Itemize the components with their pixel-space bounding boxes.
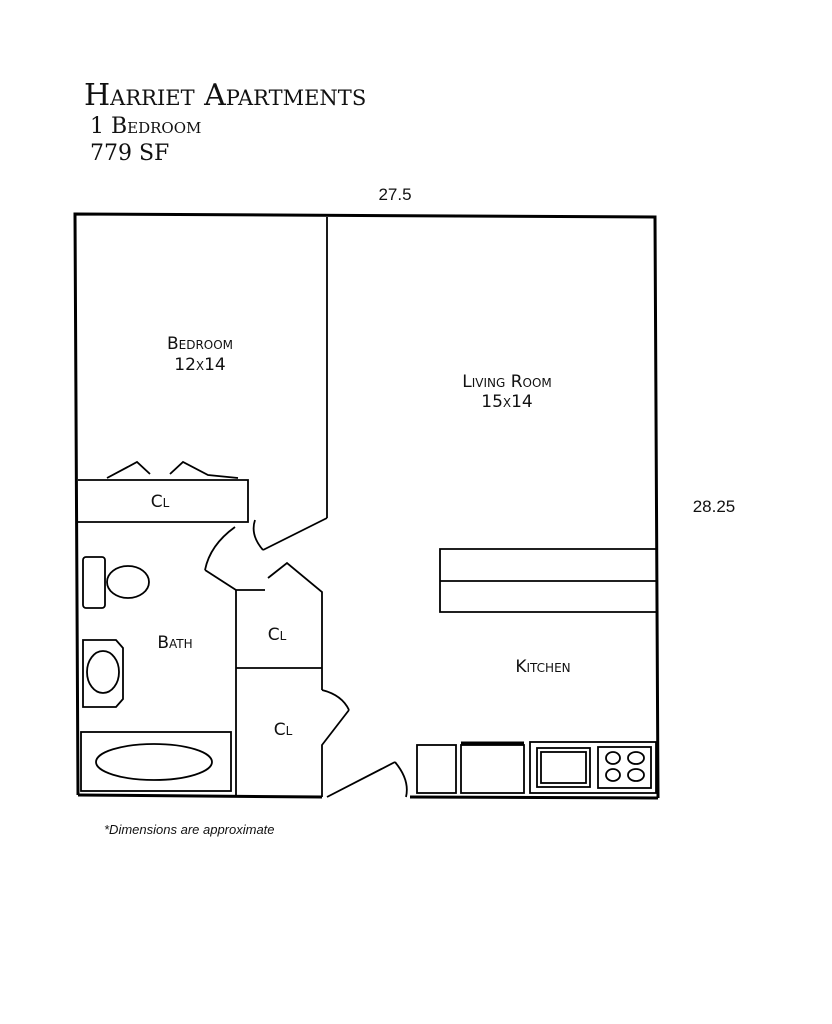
unit-area: 779 SF [90,141,169,166]
width-dimension: 27.5 [378,185,411,204]
bathtub-icon [80,731,232,792]
bath-label: Bath [157,633,192,653]
kitchen-sink-icon [529,741,657,794]
stove-icon [597,746,652,789]
refrigerator-icon [416,744,457,794]
hall-closet-2-label: Cl [274,720,293,740]
kitchen-counter [439,548,656,613]
bedroom-label: Bedroom [167,334,233,354]
kitchen-label: Kitchen [515,657,570,677]
living-room-label: Living Room [462,372,552,392]
bath-door [204,526,237,591]
living-room-size: 15x14 [481,392,532,412]
hall-closet-1-label: Cl [268,625,287,645]
bedroom-size: 12x14 [174,355,225,375]
unit-type: 1 Bedroom [90,114,201,139]
toilet-icon [82,556,150,609]
exterior-walls [73,212,660,800]
footnote: *Dimensions are approximate [104,822,275,837]
entry-door [326,761,408,798]
plan-title: Harriet Apartments [84,78,366,113]
bedroom-closet [78,460,249,523]
bedroom-closet-label: Cl [151,492,170,512]
depth-dimension: 28.25 [693,497,736,516]
sink-icon [82,639,124,708]
dishwasher-icon [460,741,525,794]
bedroom-wall [252,217,328,551]
hall-closets [235,561,350,797]
